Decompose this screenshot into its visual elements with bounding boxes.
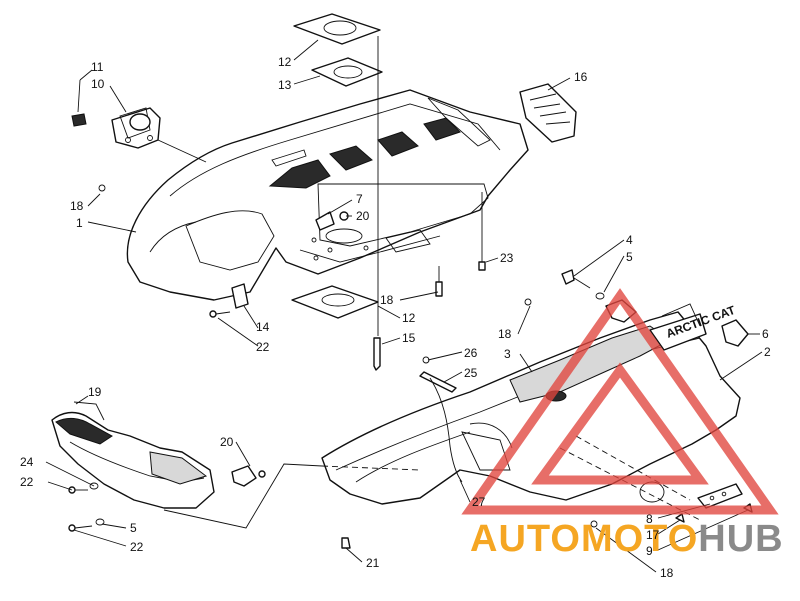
callout-14: 14 — [256, 320, 270, 334]
lower-panel-19 — [51, 401, 215, 509]
belly-pan-upper — [126, 89, 529, 301]
callout-12-top: 12 — [278, 55, 292, 69]
callout-7: 7 — [356, 192, 363, 206]
plate-13 — [311, 57, 383, 87]
watermark-triangle-outer — [461, 288, 779, 515]
watermark-word-automoto: AUTOMOTO — [470, 518, 698, 560]
callout-17: 17 — [646, 528, 660, 542]
bracket-14 — [231, 283, 249, 309]
callout-27: 27 — [472, 495, 486, 509]
callout-16: 16 — [574, 70, 588, 84]
callout-5-lower: 5 — [130, 521, 137, 535]
mount-bracket — [71, 107, 161, 149]
callout-20-upper: 20 — [356, 209, 370, 223]
callout-21: 21 — [366, 556, 380, 570]
part-4-bolt — [561, 269, 605, 300]
vent-grille — [519, 83, 577, 143]
callout-10: 10 — [91, 77, 105, 91]
callout-18-upper-left: 18 — [70, 199, 84, 213]
callout-18-center: 18 — [380, 293, 394, 307]
callout-23: 23 — [500, 251, 514, 265]
watermark-word-hub: HUB — [698, 518, 783, 560]
callout-6: 6 — [762, 327, 769, 341]
belly-pan-lower: ARCTIC CAT — [321, 303, 743, 509]
plate-12-upper — [293, 13, 381, 45]
callout-labels: 11 10 12 13 16 18 1 7 20 4 5 23 18 14 12… — [20, 55, 771, 580]
callout-22-lower: 22 — [130, 540, 144, 554]
callout-12-bottom: 12 — [402, 311, 416, 325]
callout-2: 2 — [764, 345, 771, 359]
callout-26: 26 — [464, 346, 478, 360]
leader-lines — [45, 39, 763, 573]
watermark-triangle-inner — [531, 362, 709, 485]
callout-25: 25 — [464, 366, 478, 380]
callout-15: 15 — [402, 331, 416, 345]
callout-11: 11 — [91, 60, 104, 74]
callout-3: 3 — [504, 347, 511, 361]
callout-8: 8 — [646, 512, 653, 526]
callout-19: 19 — [88, 385, 102, 399]
callout-4: 4 — [626, 233, 633, 247]
clip-20-lower — [231, 465, 266, 487]
fasteners-upper — [98, 184, 486, 371]
callout-5-upper: 5 — [626, 250, 633, 264]
plate-12-lower — [291, 285, 379, 319]
callout-20-lower: 20 — [220, 435, 234, 449]
watermark: AUTOMOTOHUB — [461, 288, 784, 560]
callout-22-left: 22 — [20, 475, 34, 489]
callout-18-bottom: 18 — [660, 566, 674, 580]
callout-9: 9 — [646, 544, 653, 558]
callout-1: 1 — [76, 216, 83, 230]
watermark-text: AUTOMOTOHUB — [470, 518, 784, 560]
callout-18-right: 18 — [498, 327, 512, 341]
part-6-knob — [721, 319, 749, 347]
callout-22-upper: 22 — [256, 340, 270, 354]
callout-13: 13 — [278, 78, 292, 92]
strip-25 — [419, 356, 457, 393]
callout-24: 24 — [20, 455, 34, 469]
